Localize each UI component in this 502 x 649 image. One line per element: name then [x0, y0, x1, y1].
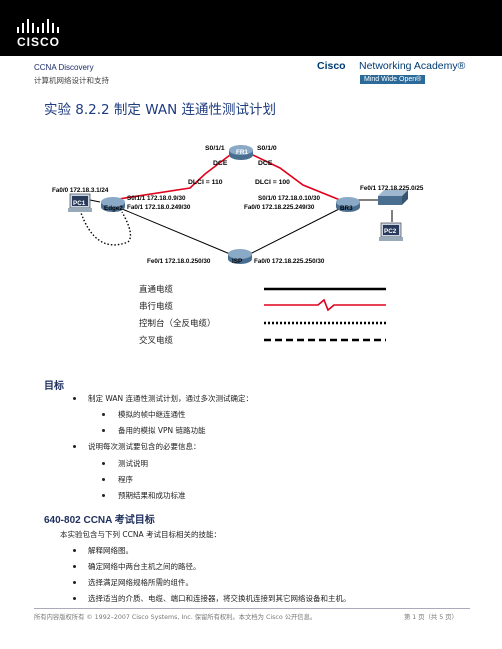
- router-isp-icon: [228, 249, 252, 264]
- objective-1: 制定 WAN 连通性测试计划，通过多次测试确定：: [88, 394, 254, 403]
- bullet: [102, 494, 105, 497]
- footer-divider: [34, 608, 470, 609]
- bullet: [73, 397, 76, 400]
- legend-straight-label: 直通电缆: [139, 285, 174, 295]
- router-edge2-icon: [101, 197, 125, 212]
- bullet: [73, 581, 76, 584]
- edge2-name: Edge2: [104, 205, 123, 212]
- router-fr1-icon: [229, 145, 253, 160]
- objective-2-1: 测试说明: [118, 459, 148, 468]
- header-bar: [0, 0, 502, 56]
- fr1-s011-label: S0/1/1: [205, 145, 225, 152]
- router-br3-icon: [336, 197, 360, 212]
- academy-brand-cisco: Cisco: [317, 60, 346, 72]
- bullet: [102, 462, 105, 465]
- fr1-name: FR1: [236, 149, 248, 156]
- objective-2-2: 程序: [118, 475, 133, 484]
- page-title: 实验 8.2.2 制定 WAN 连通性测试计划: [44, 102, 276, 118]
- dce-left-label: DCE: [213, 160, 228, 167]
- course-subtitle: 计算机网络设计和支持: [34, 76, 109, 85]
- bullet: [73, 597, 76, 600]
- academy-tagline: Mind Wide Open®: [360, 75, 426, 84]
- link-edge2-isp: [114, 205, 231, 255]
- br3-fa01-label: Fe0/1 172.18.225.0/25: [360, 185, 424, 192]
- legend-serial-label: 串行电缆: [139, 302, 174, 312]
- switch-icon: [378, 190, 408, 205]
- br3-s010-label: S0/1/0 172.18.0.10/30: [258, 195, 320, 202]
- bullet: [73, 445, 76, 448]
- footer-page-number: 第 1 页（共 5 页）: [404, 614, 458, 621]
- br3-fa00-label: Fa0/0 172.18.225.249/30: [244, 204, 315, 211]
- pc2-icon: [379, 222, 403, 241]
- legend-lines: [264, 287, 386, 342]
- isp-name: ISP: [232, 258, 242, 265]
- objective-1-2: 备用的模拟 VPN 链路功能: [118, 426, 206, 435]
- edge2-s011-label: S0/1/1 172.18.0.9/30: [127, 195, 186, 202]
- exam-intro: 本实验包含与下列 CCNA 考试目标相关的技能：: [60, 530, 221, 539]
- cisco-logo-icon: [17, 19, 59, 33]
- br3-name: BR3: [340, 205, 353, 212]
- exam-heading: 640-802 CCNA 考试目标: [44, 515, 155, 526]
- exam-item-2: 确定网络中两台主机之间的路径。: [88, 562, 201, 571]
- link-isp-br3: [249, 205, 346, 255]
- academy-brand-name: Networking Academy®: [359, 60, 466, 72]
- exam-item-1: 解释网络图。: [88, 546, 133, 555]
- bullet: [73, 549, 76, 552]
- fr1-s010-label: S0/1/0: [257, 145, 277, 152]
- dlci-left-label: DLCI = 110: [188, 179, 223, 186]
- edge2-fa01-label: Fa0/1 172.18.0.249/30: [127, 204, 191, 211]
- dce-right-label: DCE: [258, 160, 273, 167]
- legend-crossover-label: 交叉电缆: [139, 336, 174, 346]
- pc1-name: PC1: [73, 200, 86, 207]
- pc1-icon: [68, 193, 92, 212]
- objective-2-3: 预期结果和成功标准: [118, 491, 186, 500]
- isp-fa00-label: Fa0/0 172.18.225.250/30: [254, 258, 325, 265]
- bullet: [102, 429, 105, 432]
- topology-diagram: S0/1/1 S0/1/0 FR1 DCE DCE DLCI = 110 DLC…: [52, 145, 424, 265]
- footer-copyright: 所有内容版权所有 © 1992–2007 Cisco Systems, Inc.…: [34, 614, 317, 621]
- exam-item-4: 选择适当的介质、电缆、端口和连接器，将交换机连接到其它网络设备和主机。: [88, 594, 351, 603]
- link-pc1-edge2: [89, 199, 101, 203]
- objectives-heading: 目标: [44, 381, 64, 392]
- exam-item-3: 选择满足网络规格所需的组件。: [88, 578, 193, 587]
- bullet: [102, 478, 105, 481]
- cisco-logo-text: CISCO: [17, 35, 61, 49]
- dlci-right-label: DLCI = 100: [255, 179, 290, 186]
- course-name: CCNA Discovery: [34, 63, 94, 72]
- console-cable: [79, 209, 132, 246]
- bullet: [102, 413, 105, 416]
- legend-console-label: 控制台（全反电缆）: [139, 319, 216, 329]
- objective-2: 说明每次测试要包含的必要信息：: [88, 442, 201, 451]
- isp-fa01-label: Fe0/1 172.18.0.250/30: [147, 258, 211, 265]
- pc2-name: PC2: [384, 228, 397, 235]
- serial-link-edge2-fr1: [111, 154, 231, 201]
- bullet: [73, 565, 76, 568]
- serial-link-fr1-br3: [252, 154, 341, 201]
- objective-1-1: 模拟的帧中继连通性: [118, 410, 186, 419]
- legend-serial-line: [264, 298, 386, 312]
- edge2-fa00-label: Fa0/0 172.18.3.1/24: [52, 187, 109, 194]
